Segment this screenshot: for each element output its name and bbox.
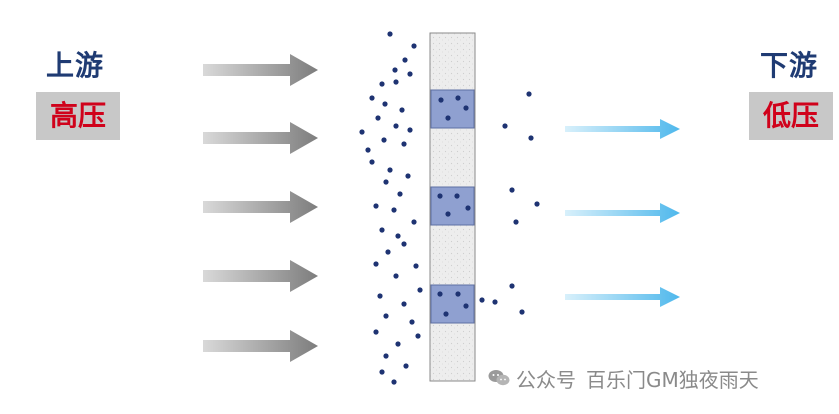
upstream-arrow [203,330,318,362]
particle [401,241,406,246]
particle [387,167,392,172]
particle [395,341,400,346]
particle [438,97,443,102]
particle [509,283,514,288]
particle [401,301,406,306]
particle [519,309,524,314]
particle [401,141,406,146]
particle [407,71,412,76]
particle [492,299,497,304]
particle [393,273,398,278]
particle [383,353,388,358]
particle [399,107,404,112]
particle [403,363,408,368]
particle [395,233,400,238]
downstream-arrows [565,119,680,307]
particle [415,333,420,338]
particle [411,219,416,224]
particle [387,31,392,36]
downstream-arrow [565,287,680,307]
particle [359,129,364,134]
particle [443,311,448,316]
particle [463,105,468,110]
particle [445,115,450,120]
particle [509,187,514,192]
particle [373,203,378,208]
watermark-text-1: 公众号 [516,368,576,392]
particle [379,227,384,232]
particle [413,263,418,268]
particle [513,219,518,224]
particle [381,137,386,142]
particle [379,369,384,374]
particle [382,101,387,106]
downstream-arrow [565,119,680,139]
particle [392,67,397,72]
particle [409,319,414,324]
particle [391,379,396,384]
particle [373,261,378,266]
upstream-arrow [203,260,318,292]
particle [365,147,370,152]
particle [391,207,396,212]
particle [377,293,382,298]
particle [454,193,459,198]
particle [373,329,378,334]
particle [402,57,407,62]
downstream-arrow [565,203,680,223]
particle [369,159,374,164]
particle [455,291,460,296]
particle [455,95,460,100]
particle [383,179,388,184]
particle [393,123,398,128]
particle [526,91,531,96]
wechat-icon [488,368,510,392]
particle [417,287,422,292]
particle [369,95,374,100]
particle [445,211,450,216]
particle [383,313,388,318]
particle [405,173,410,178]
particle [437,193,442,198]
watermark: 公众号百乐门GM独夜雨天 [488,364,759,393]
upstream-arrow [203,191,318,223]
particle [437,291,442,296]
upstream-arrows [203,54,318,362]
particle [502,123,507,128]
particle [375,115,380,120]
particle [393,79,398,84]
particle [379,81,384,86]
particle [528,135,533,140]
particle [534,201,539,206]
upstream-arrow [203,122,318,154]
particle [479,297,484,302]
particle [397,191,402,196]
particle [407,127,412,132]
particle [385,249,390,254]
particle [411,43,416,48]
particle [463,303,468,308]
particle [465,205,470,210]
upstream-arrow [203,54,318,86]
watermark-text-2: 百乐门GM独夜雨天 [586,368,759,392]
